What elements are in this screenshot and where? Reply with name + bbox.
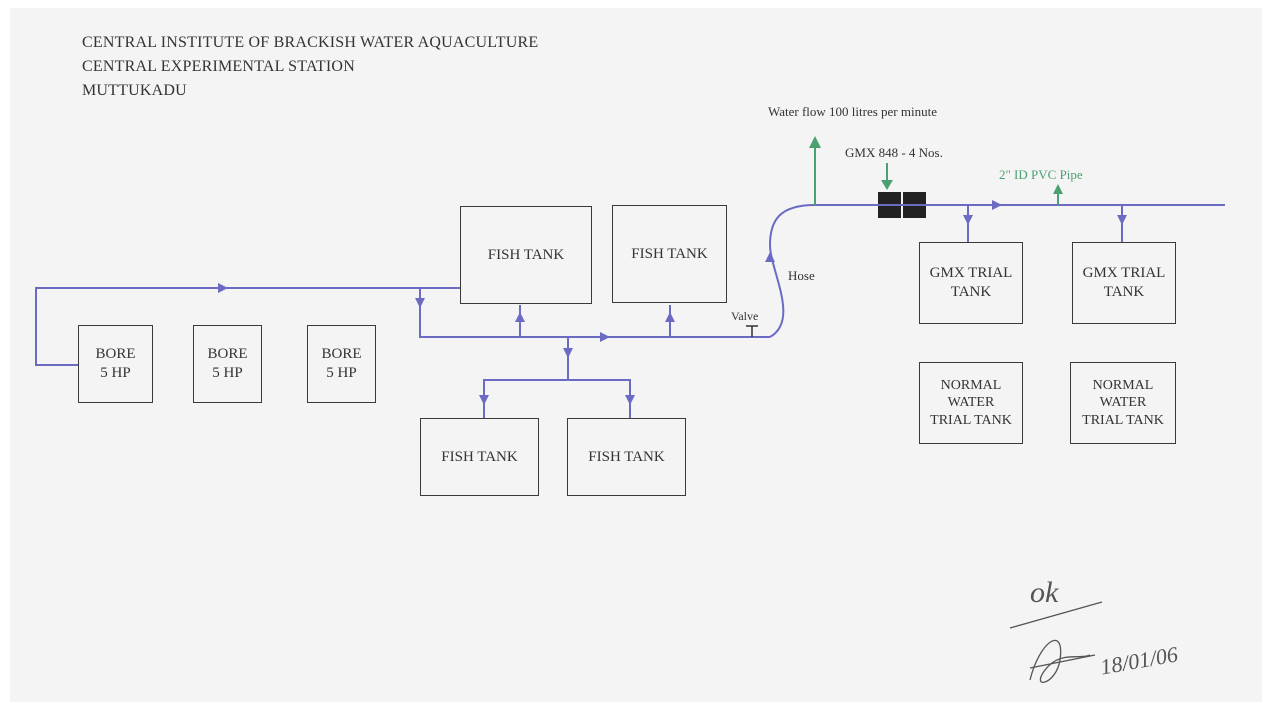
gmx-tank-label: TANK [1103, 284, 1145, 300]
fish-tank-label: FISH TANK [631, 245, 708, 262]
water-flow-label: Water flow 100 litres per minute [768, 104, 937, 119]
bore-3: BORE 5 HP [307, 325, 376, 403]
fish-tank-2: FISH TANK [612, 205, 727, 303]
normal-tank-label: TRIAL TANK [930, 412, 1012, 428]
flow-arrowheads [218, 200, 1127, 405]
header-station: CENTRAL EXPERIMENTAL STATION [82, 58, 355, 75]
bore-2: BORE 5 HP [193, 325, 262, 403]
fish-tank-3: FISH TANK [420, 418, 539, 496]
valve-symbol [746, 325, 758, 337]
fish-tank-label: FISH TANK [487, 246, 565, 263]
gmx-device [878, 192, 926, 218]
fish-tank-label: FISH TANK [441, 448, 518, 465]
green-flow-arrows [809, 136, 1063, 205]
bore-label: BORE [207, 346, 248, 363]
normal-tank-label: WATER [947, 395, 995, 411]
gmx-tank-label: TANK [950, 284, 992, 300]
normal-tank-label: WATER [1099, 395, 1147, 411]
signature-ok: ok [1030, 576, 1059, 609]
bore-power: 5 HP [212, 365, 243, 381]
bore-label: BORE [321, 346, 362, 363]
header-institute: CENTRAL INSTITUTE OF BRACKISH WATER AQUA… [82, 34, 539, 51]
bore-power: 5 HP [100, 365, 131, 381]
gmx-trial-tank-2: GMX TRIAL TANK [1072, 242, 1176, 324]
signature-mark [1009, 601, 1103, 683]
normal-tank-label: NORMAL [940, 377, 1002, 393]
gmx-tank-label: GMX TRIAL [929, 265, 1013, 282]
normal-tank-label: NORMAL [1092, 377, 1154, 393]
bore-1: BORE 5 HP [78, 325, 153, 403]
fish-tank-1: FISH TANK [460, 206, 592, 304]
header-location: MUTTUKADU [82, 82, 187, 99]
pipe-label: 2" ID PVC Pipe [999, 167, 1083, 182]
gmx-device-label: GMX 848 - 4 Nos. [845, 145, 943, 160]
gmx-trial-tank-1: GMX TRIAL TANK [919, 242, 1023, 324]
fish-tank-label: FISH TANK [588, 448, 665, 465]
bore-power: 5 HP [326, 365, 357, 381]
normal-tank-label: TRIAL TANK [1082, 412, 1164, 428]
valve-label: Valve [731, 309, 759, 323]
fish-tank-4: FISH TANK [567, 418, 686, 496]
gmx-tank-label: GMX TRIAL [1082, 265, 1166, 282]
hose-label: Hose [788, 268, 815, 283]
bore-label: BORE [95, 346, 136, 363]
